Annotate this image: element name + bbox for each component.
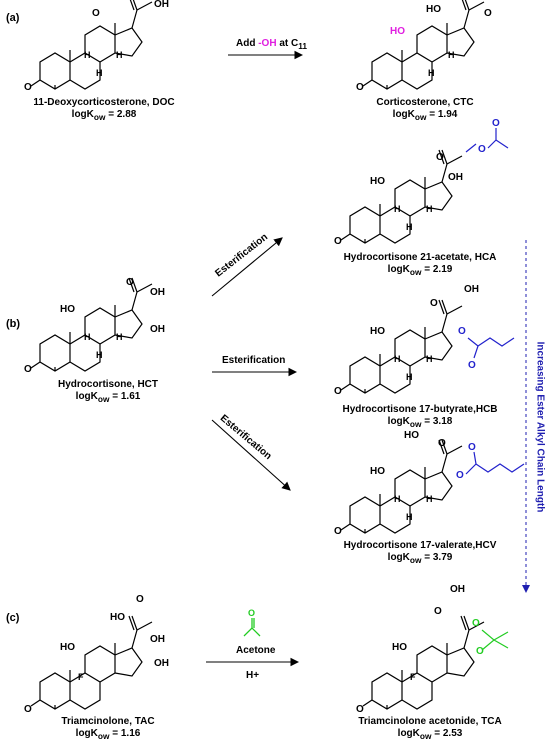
svg-text:O: O	[430, 298, 438, 309]
hca-structure: O HO OH O O O H H H	[334, 118, 509, 247]
panel-label-c: (c)	[6, 612, 20, 624]
svg-text:OH: OH	[154, 0, 169, 10]
svg-text:O: O	[334, 236, 342, 247]
svg-text:H: H	[406, 372, 413, 382]
svg-text:H: H	[96, 68, 103, 78]
svg-text:HO: HO	[370, 176, 385, 187]
svg-text:OH: OH	[150, 324, 165, 335]
svg-text:H: H	[84, 50, 91, 60]
svg-text:O: O	[492, 118, 500, 129]
svg-text:O: O	[478, 144, 486, 155]
tca-label: Triamcinolone acetonide, TCA logKow = 2.…	[358, 716, 502, 741]
svg-text:H: H	[406, 222, 413, 232]
arrow-b-down	[211, 419, 291, 491]
svg-text:O: O	[436, 152, 444, 163]
svg-text:O: O	[136, 594, 144, 605]
tca-structure: O HO OH O O O F	[356, 584, 509, 715]
svg-text:H: H	[406, 512, 413, 522]
svg-text:H: H	[394, 204, 401, 214]
svg-text:H: H	[394, 494, 401, 504]
svg-text:O: O	[24, 82, 32, 93]
svg-text:HO: HO	[392, 642, 407, 653]
svg-text:H: H	[448, 50, 455, 60]
acid-label: H+	[246, 670, 260, 681]
svg-text:O: O	[334, 386, 342, 397]
svg-text:H: H	[96, 350, 103, 360]
svg-text:O: O	[438, 438, 446, 449]
svg-text:O: O	[126, 277, 134, 288]
svg-text:H: H	[426, 204, 433, 214]
svg-text:O: O	[472, 618, 480, 629]
arrow-a-label: Add -OH at C11	[236, 38, 308, 51]
svg-text:HO: HO	[370, 466, 385, 477]
svg-text:H: H	[426, 494, 433, 504]
svg-text:H: H	[426, 354, 433, 364]
doc-structure: O O OH H H H	[24, 0, 169, 93]
svg-text:OH: OH	[150, 634, 165, 645]
svg-text:O: O	[92, 8, 100, 19]
svg-text:H: H	[394, 354, 401, 364]
svg-text:O: O	[476, 646, 484, 657]
hcv-structure: O HO HO O O O H H H	[334, 430, 525, 537]
svg-text:F: F	[410, 672, 416, 682]
svg-text:O: O	[484, 8, 492, 19]
svg-text:OH: OH	[150, 287, 165, 298]
svg-text:HO: HO	[110, 612, 125, 623]
acetone-label: Acetone	[236, 645, 276, 656]
svg-text:O: O	[24, 364, 32, 375]
ctc-structure: O HO O HO H H	[356, 0, 492, 93]
svg-text:O: O	[24, 704, 32, 715]
svg-text:O: O	[248, 608, 255, 618]
doc-label: 11-Deoxycorticosterone, DOC logKow = 2.8…	[33, 97, 175, 122]
svg-text:HO: HO	[390, 26, 405, 37]
ctc-label: Corticosterone, CTC logKow = 1.94	[376, 97, 474, 122]
svg-text:OH: OH	[448, 172, 463, 183]
trend-label: Increasing Ester Alkyl Chain Length	[534, 341, 546, 513]
svg-text:HO: HO	[426, 4, 441, 15]
arrow-b-up	[211, 237, 283, 297]
hca-label: Hydrocortisone 21-acetate, HCA logKow = …	[343, 252, 497, 277]
svg-text:O: O	[434, 606, 442, 617]
svg-text:OH: OH	[464, 284, 479, 295]
acetone-structure: O	[243, 608, 261, 637]
svg-text:O: O	[458, 326, 466, 337]
panel-label-b: (b)	[6, 318, 21, 330]
svg-text:F: F	[78, 672, 84, 682]
svg-text:O: O	[468, 360, 476, 371]
hcv-label: Hydrocortisone 17-valerate,HCV logKow = …	[343, 540, 497, 565]
svg-text:H: H	[116, 50, 123, 60]
svg-text:OH: OH	[154, 658, 169, 669]
tac-structure: O HO HO OH OH O F	[24, 594, 169, 715]
svg-text:H: H	[116, 332, 123, 342]
svg-text:O: O	[356, 82, 364, 93]
svg-text:O: O	[456, 470, 464, 481]
hcb-label: Hydrocortisone 17-butyrate,HCB logKow = …	[342, 404, 498, 429]
panel-label-a: (a)	[6, 12, 20, 24]
svg-text:O: O	[334, 526, 342, 537]
svg-text:HO: HO	[60, 304, 75, 315]
svg-text:O: O	[468, 442, 476, 453]
hcb-structure: O HO OH O O O H H H	[334, 284, 515, 397]
svg-text:O: O	[356, 704, 364, 715]
svg-text:H: H	[428, 68, 435, 78]
hct-structure: O HO OH OH O H H H	[24, 277, 165, 375]
esterification-label-mid: Esterification	[222, 355, 286, 366]
tac-label: Triamcinolone, TAC logKow = 1.16	[61, 716, 155, 741]
svg-text:HO: HO	[370, 326, 385, 337]
svg-text:HO: HO	[60, 642, 75, 653]
svg-text:H: H	[84, 332, 91, 342]
hct-label: Hydrocortisone, HCT logKow = 1.61	[57, 379, 158, 404]
svg-text:OH: OH	[450, 584, 465, 595]
svg-text:HO: HO	[404, 430, 419, 441]
